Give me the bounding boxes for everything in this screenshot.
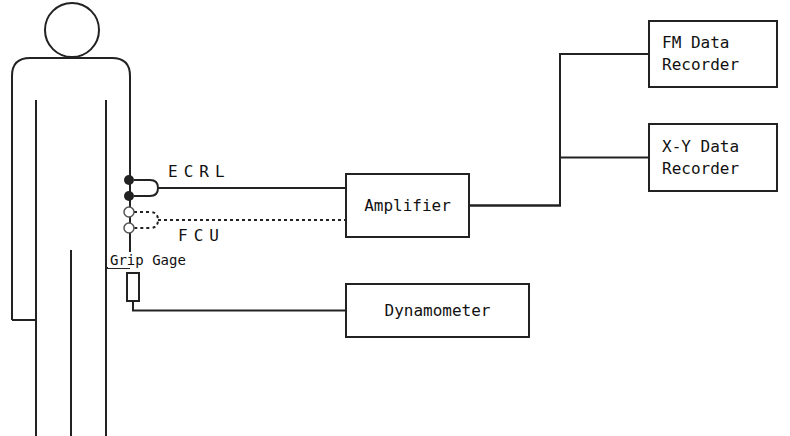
signal-label: ECRL <box>166 162 233 181</box>
body-outline <box>12 58 130 436</box>
signal-label: FCU <box>176 226 227 245</box>
process-box: Dynamometer <box>345 283 530 338</box>
node-text: Dynamometer <box>355 300 520 322</box>
electrode-open <box>124 223 134 233</box>
ecrl-wire <box>134 180 345 196</box>
recorder-box: X-Y Data Recorder <box>648 123 778 192</box>
electrode-open <box>124 207 134 217</box>
gage-box: Grip Gage <box>126 272 140 302</box>
node-text: X-Y Data Recorder <box>662 136 768 179</box>
electrode-filled <box>124 191 134 201</box>
connector-line <box>133 302 345 311</box>
head-outline <box>45 3 99 57</box>
process-box: Amplifier <box>345 173 470 238</box>
connector-line <box>470 158 648 206</box>
recorder-box: FM Data Recorder <box>648 20 778 88</box>
node-text: Amplifier <box>355 195 460 217</box>
connector <box>470 54 648 206</box>
connector <box>470 158 648 206</box>
fcu-wire <box>134 212 345 228</box>
node-text: FM Data Recorder <box>662 32 768 75</box>
connector-line <box>470 54 648 206</box>
electrode-filled <box>124 175 134 185</box>
node-text: Grip Gage <box>108 252 188 268</box>
connector <box>133 302 345 311</box>
